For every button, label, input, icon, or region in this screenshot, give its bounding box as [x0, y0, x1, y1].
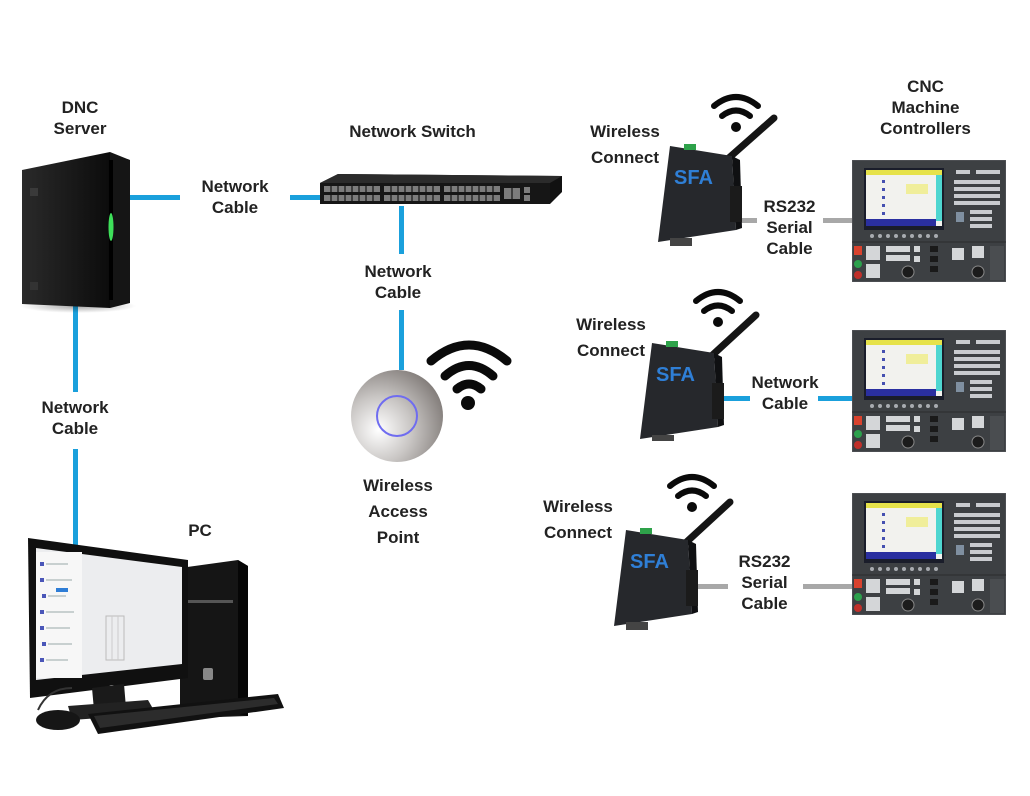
cnc-controller-2-icon [852, 330, 1006, 452]
wireless-connect-2-label: Wireless Connect [576, 315, 646, 360]
network-cable-server-switch-left [128, 195, 180, 200]
dnc-server-label: DNC Server [53, 98, 107, 138]
cable-label-network-2: Network Cable [751, 373, 819, 413]
network-cable-2-right [818, 396, 858, 401]
cable-label-serial-3: RS232 Serial Cable [738, 552, 791, 613]
network-cable-switch-ap-top [399, 206, 404, 254]
pc-icon: Q [28, 538, 288, 748]
wireless-access-point-icon [348, 370, 448, 465]
network-switch-label: Network Switch [349, 122, 476, 141]
cable-label-server-switch: Network Cable [201, 177, 269, 217]
network-cable-server-switch-right [290, 195, 320, 200]
cable-label-switch-ap: Network Cable [364, 262, 432, 302]
network-cable-switch-ap-bottom [399, 310, 404, 370]
cnc-controller-3-icon [852, 493, 1006, 615]
wireless-connect-device-2-icon: SFA [624, 283, 764, 443]
cnc-controller-1-icon [852, 160, 1006, 282]
serial-cable-1-left [735, 218, 757, 223]
network-cable-server-pc-top [73, 305, 78, 392]
sfa-logo: SFA [630, 551, 669, 573]
network-cable-server-pc-bottom [73, 449, 78, 548]
cable-label-serial-1: RS232 Serial Cable [763, 197, 816, 258]
network-cable-2-left [720, 396, 750, 401]
wireless-connect-device-3-icon: SFA [596, 468, 736, 638]
serial-cable-3-left [690, 584, 728, 589]
wireless-connect-3-label: Wireless Connect [543, 497, 613, 542]
wireless-connect-1-label: Wireless Connect [590, 122, 660, 167]
pc-label: PC [188, 521, 212, 540]
wireless-connect-device-1-icon: SFA [640, 88, 780, 248]
wifi-signal-icon [423, 335, 515, 411]
sfa-logo: SFA [656, 364, 695, 386]
serial-cable-1-right [823, 218, 855, 223]
serial-cable-3-right [803, 584, 855, 589]
dnc-server-icon [18, 148, 136, 313]
cable-label-server-pc: Network Cable [41, 398, 109, 438]
network-switch-icon [318, 170, 564, 210]
wireless-access-point-label: Wireless Access Point [363, 476, 433, 547]
sfa-logo: SFA [674, 167, 713, 189]
cnc-controllers-label: CNC Machine Controllers [880, 77, 971, 138]
